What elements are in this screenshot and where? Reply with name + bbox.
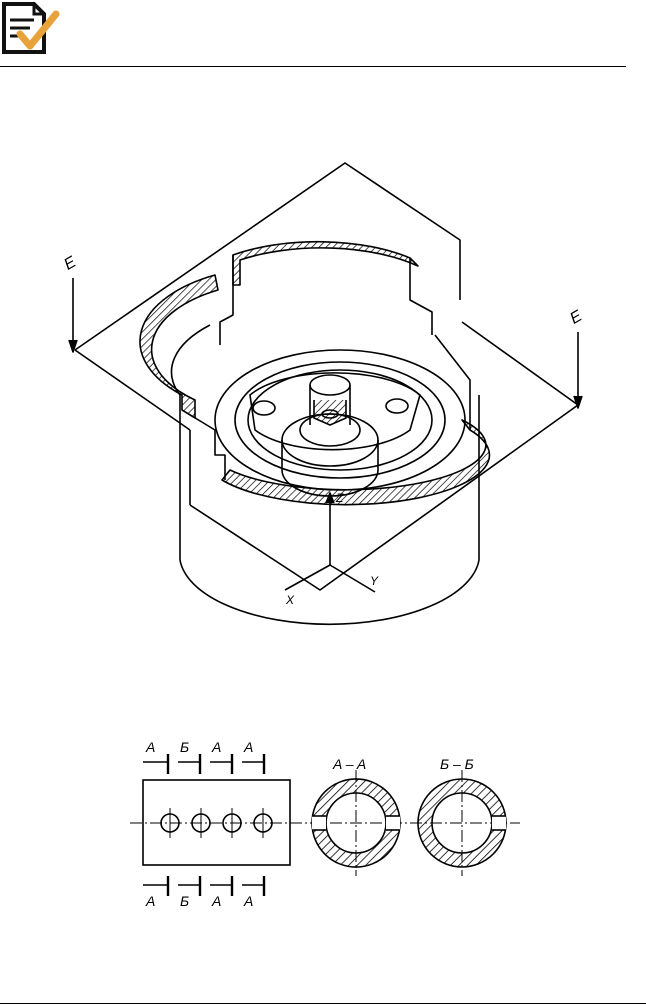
- plane-label-left: E: [61, 253, 79, 273]
- section-views-drawing: A Б A A A Б A A A – A Б – Б: [130, 739, 520, 909]
- axis-x-label: X: [285, 593, 295, 607]
- axis-y-line: [329, 564, 376, 593]
- cut-label-top-3: A: [211, 739, 221, 755]
- lower-cut-plane: [189, 321, 579, 591]
- cut-label-top-2: Б: [180, 739, 189, 755]
- isometric-cutaway-drawing: E E Z X Y: [61, 162, 585, 626]
- upper-cut-plane: [74, 162, 461, 351]
- cut-markers-bottom: [143, 876, 266, 896]
- cylinder-bottom-arc: [179, 559, 480, 626]
- cut-label-bottom-2: Б: [180, 893, 189, 909]
- cut-label-bottom-4: A: [243, 893, 253, 909]
- cut-label-bottom-1: A: [145, 893, 155, 909]
- section-bb-view: [417, 770, 507, 876]
- cut-label-top-4: A: [243, 739, 253, 755]
- section-aa-view: [311, 770, 401, 876]
- cut-label-bottom-3: A: [211, 893, 221, 909]
- axis-y-label: Y: [370, 574, 379, 588]
- document-check-icon: [0, 0, 60, 56]
- header-rule: [0, 66, 626, 67]
- section-bb-title: Б – Б: [440, 756, 474, 772]
- axis-x-line: [284, 564, 331, 591]
- cut-label-top-1: A: [145, 739, 155, 755]
- axis-z-label: Z: [335, 491, 344, 505]
- footer-rule: [0, 1003, 646, 1004]
- cut-markers-top: [143, 754, 266, 774]
- section-aa-title: A – A: [332, 756, 366, 772]
- plane-label-right: E: [567, 307, 585, 327]
